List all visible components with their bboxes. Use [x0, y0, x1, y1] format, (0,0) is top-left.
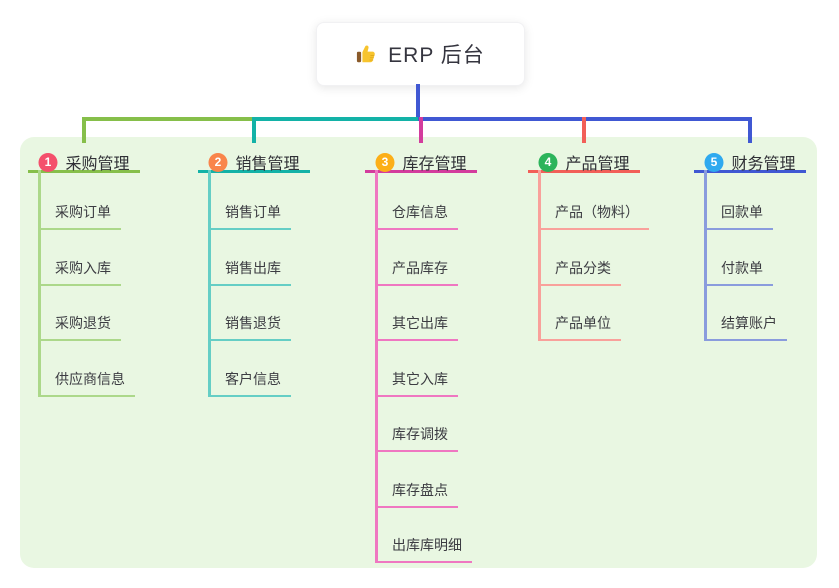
child-node-1-4[interactable]: 供应商信息 — [38, 369, 135, 397]
child-node-2-2[interactable]: 销售出库 — [208, 258, 291, 286]
branch-node-3[interactable]: 3 库存管理 — [375, 150, 467, 174]
thumbs-up-icon — [356, 43, 378, 65]
child-node-1-3[interactable]: 采购退货 — [38, 313, 121, 341]
branch-node-5[interactable]: 5 财务管理 — [704, 150, 796, 174]
branches-panel — [20, 137, 817, 568]
connector-drop-5 — [748, 117, 752, 143]
branch-underline-1 — [28, 170, 140, 173]
child-node-2-1[interactable]: 销售订单 — [208, 202, 291, 230]
child-node-5-2[interactable]: 付款单 — [704, 258, 773, 286]
branch-title-label: 采购管理 — [65, 156, 130, 173]
branch-title-label: 销售管理 — [235, 156, 300, 173]
child-node-5-1[interactable]: 回款单 — [704, 202, 773, 230]
branch-underline-3 — [365, 170, 477, 173]
child-node-3-3[interactable]: 其它出库 — [375, 313, 458, 341]
branch-underline-2 — [198, 170, 310, 173]
branch-number-badge: 4 — [538, 152, 558, 172]
branch-number-badge: 3 — [375, 152, 395, 172]
child-node-5-3[interactable]: 结算账户 — [704, 313, 787, 341]
branch-trunk-3 — [375, 170, 378, 563]
connector-drop-4 — [582, 117, 586, 143]
branch-underline-4 — [528, 170, 640, 173]
child-node-3-5[interactable]: 库存调拨 — [375, 424, 458, 452]
child-node-1-2[interactable]: 采购入库 — [38, 258, 121, 286]
root-node[interactable]: ERP 后台 — [316, 22, 525, 86]
branch-title-label: 财务管理 — [731, 156, 796, 173]
branch-number-badge: 5 — [704, 152, 724, 172]
connector-bus-left — [84, 117, 254, 121]
branch-node-1[interactable]: 1 采购管理 — [38, 150, 130, 174]
root-title: ERP 后台 — [388, 44, 485, 67]
child-node-3-7[interactable]: 出库库明细 — [375, 535, 472, 563]
branch-trunk-5 — [704, 170, 707, 341]
child-node-2-4[interactable]: 客户信息 — [208, 369, 291, 397]
child-node-4-2[interactable]: 产品分类 — [538, 258, 621, 286]
branch-title-label: 库存管理 — [402, 156, 467, 173]
branch-node-2[interactable]: 2 销售管理 — [208, 150, 300, 174]
child-node-3-4[interactable]: 其它入库 — [375, 369, 458, 397]
root-connector-stem — [416, 84, 420, 121]
child-node-2-3[interactable]: 销售退货 — [208, 313, 291, 341]
connector-drop-1 — [82, 117, 86, 143]
child-node-3-2[interactable]: 产品库存 — [375, 258, 458, 286]
connector-drop-2 — [252, 117, 256, 143]
branch-underline-5 — [694, 170, 806, 173]
child-node-4-3[interactable]: 产品单位 — [538, 313, 621, 341]
child-node-3-1[interactable]: 仓库信息 — [375, 202, 458, 230]
branch-trunk-2 — [208, 170, 211, 397]
connector-drop-3 — [419, 117, 423, 143]
child-node-1-1[interactable]: 采购订单 — [38, 202, 121, 230]
branch-trunk-1 — [38, 170, 41, 397]
branch-title-label: 产品管理 — [565, 156, 630, 173]
branch-number-badge: 1 — [38, 152, 58, 172]
child-node-4-1[interactable]: 产品（物料） — [538, 202, 649, 230]
branch-number-badge: 2 — [208, 152, 228, 172]
connector-bus-middle — [254, 117, 418, 121]
branch-node-4[interactable]: 4 产品管理 — [538, 150, 630, 174]
branch-trunk-4 — [538, 170, 541, 341]
child-node-3-6[interactable]: 库存盘点 — [375, 480, 458, 508]
